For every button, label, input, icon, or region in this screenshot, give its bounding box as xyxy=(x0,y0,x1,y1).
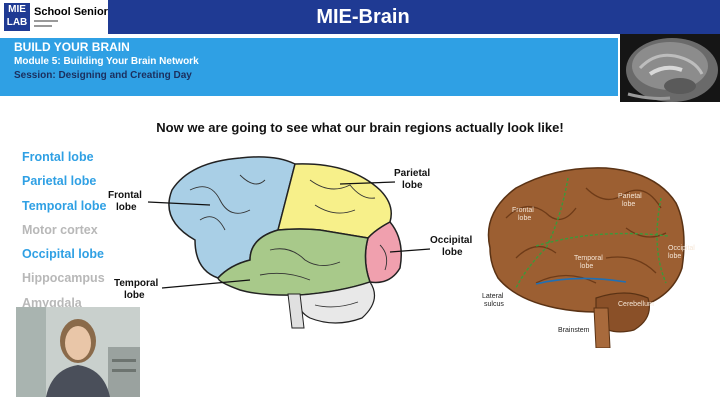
cerebellum-region xyxy=(298,281,376,324)
logo-subtext-line xyxy=(34,25,52,27)
region-item-hippocampus: Hippocampus xyxy=(22,271,105,286)
app-title: MIE-Brain xyxy=(316,6,410,28)
diagram-label-frontal: Frontal xyxy=(108,190,142,201)
presenter-body xyxy=(46,365,110,397)
photo-label-occipital-2: lobe xyxy=(668,253,681,260)
brain-photo-brainstem xyxy=(593,307,611,349)
region-item-amygdala: Amygdala xyxy=(22,295,82,310)
photo-label-parietal-2: lobe xyxy=(622,201,635,208)
photo-label-temporal-2: lobe xyxy=(580,263,593,270)
photo-label-brainstem: Brainstem xyxy=(558,327,590,334)
diagram-label-temporal-2: lobe xyxy=(124,290,145,301)
brainstem-region xyxy=(287,293,305,329)
photo-label-lateral: Lateral xyxy=(482,293,504,300)
logo-mark-bottom: LAB xyxy=(6,17,28,28)
photo-label-parietal: Parietal xyxy=(618,193,642,200)
photo-label-cerebellum: Cerebellum xyxy=(618,301,654,308)
region-item-motor-cortex: Motor cortex xyxy=(22,222,98,237)
banner-session: Session: Designing and Creating Day xyxy=(14,70,192,81)
banner-title: BUILD YOUR BRAIN xyxy=(14,40,130,54)
diagram-label-occipital-2: lobe xyxy=(442,247,463,258)
brain-photo: Frontal lobe Parietal lobe Temporal lobe… xyxy=(476,158,708,349)
diagram-label-occipital: Occipital xyxy=(430,235,472,246)
parietal-lobe-region xyxy=(277,163,392,239)
mri-scan-image xyxy=(620,34,720,102)
region-list: Frontal lobe Parietal lobe Temporal lobe… xyxy=(22,145,107,315)
diagram-label-parietal: Parietal xyxy=(394,168,430,179)
region-item-parietal: Parietal lobe xyxy=(22,174,97,189)
presenter-webcam-video xyxy=(16,307,140,397)
photo-label-frontal-2: lobe xyxy=(518,215,531,222)
logo-mark: MIE LAB xyxy=(4,3,30,31)
diagram-label-temporal: Temporal xyxy=(114,278,158,289)
logo-subtext-line xyxy=(34,20,58,22)
photo-label-occipital: Occipital xyxy=(668,245,695,252)
logo: MIE LAB School Senior xyxy=(0,0,108,34)
brain-lobes-diagram: Frontal lobe Parietal lobe Occipital lob… xyxy=(100,150,480,340)
photo-label-lateral-2: sulcus xyxy=(484,301,504,308)
region-item-temporal: Temporal lobe xyxy=(22,198,107,213)
session-banner: BUILD YOUR BRAIN Module 5: Building Your… xyxy=(0,38,618,96)
logo-text: School Senior xyxy=(34,6,108,18)
brain-photo-cerebrum xyxy=(487,167,685,313)
top-bar: MIE LAB School Senior MIE-Brain xyxy=(0,0,720,34)
presenter-face xyxy=(65,326,91,360)
region-item-frontal: Frontal lobe xyxy=(22,150,94,164)
diagram-label-parietal-2: lobe xyxy=(402,180,423,191)
logo-mark-top: MIE xyxy=(8,4,26,15)
slide-headline: Now we are going to see what our brain r… xyxy=(156,120,564,135)
region-item-occipital: Occipital lobe xyxy=(22,247,104,262)
diagram-label-frontal-2: lobe xyxy=(116,202,137,213)
banner-module: Module 5: Building Your Brain Network xyxy=(14,56,199,67)
photo-label-temporal: Temporal xyxy=(574,255,603,262)
photo-label-frontal: Frontal xyxy=(512,207,534,214)
